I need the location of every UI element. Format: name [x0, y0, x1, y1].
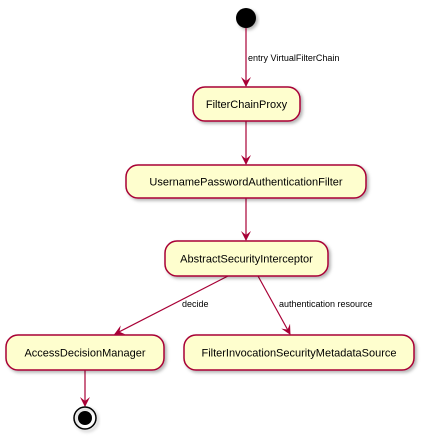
start-node — [236, 8, 256, 28]
node-label: AbstractSecurityInterceptor — [180, 254, 313, 266]
node-filter-chain-proxy: FilterChainProxy — [192, 86, 301, 122]
edge-interceptor-to-metadatasource — [257, 275, 291, 335]
node-label: AccessDecisionManager — [24, 348, 145, 360]
node-label: FilterInvocationSecurityMetadataSource — [201, 348, 396, 360]
node-username-password-authentication-filter: UsernamePasswordAuthenticationFilter — [125, 164, 367, 199]
node-access-decision-manager: AccessDecisionManager — [5, 334, 165, 371]
edge-label-decide: decide — [182, 299, 209, 309]
node-filter-invocation-security-metadata-source: FilterInvocationSecurityMetadataSource — [183, 334, 415, 371]
node-label: FilterChainProxy — [206, 99, 288, 111]
end-node — [73, 406, 97, 430]
edge-label-entry: entry VirtualFilterChain — [248, 53, 339, 63]
node-label: UsernamePasswordAuthenticationFilter — [149, 177, 343, 189]
edge-label-authentication-resource: authentication resource — [279, 299, 373, 309]
node-abstract-security-interceptor: AbstractSecurityInterceptor — [164, 240, 329, 277]
edge-interceptor-to-accessdecisionmanager — [114, 275, 229, 335]
